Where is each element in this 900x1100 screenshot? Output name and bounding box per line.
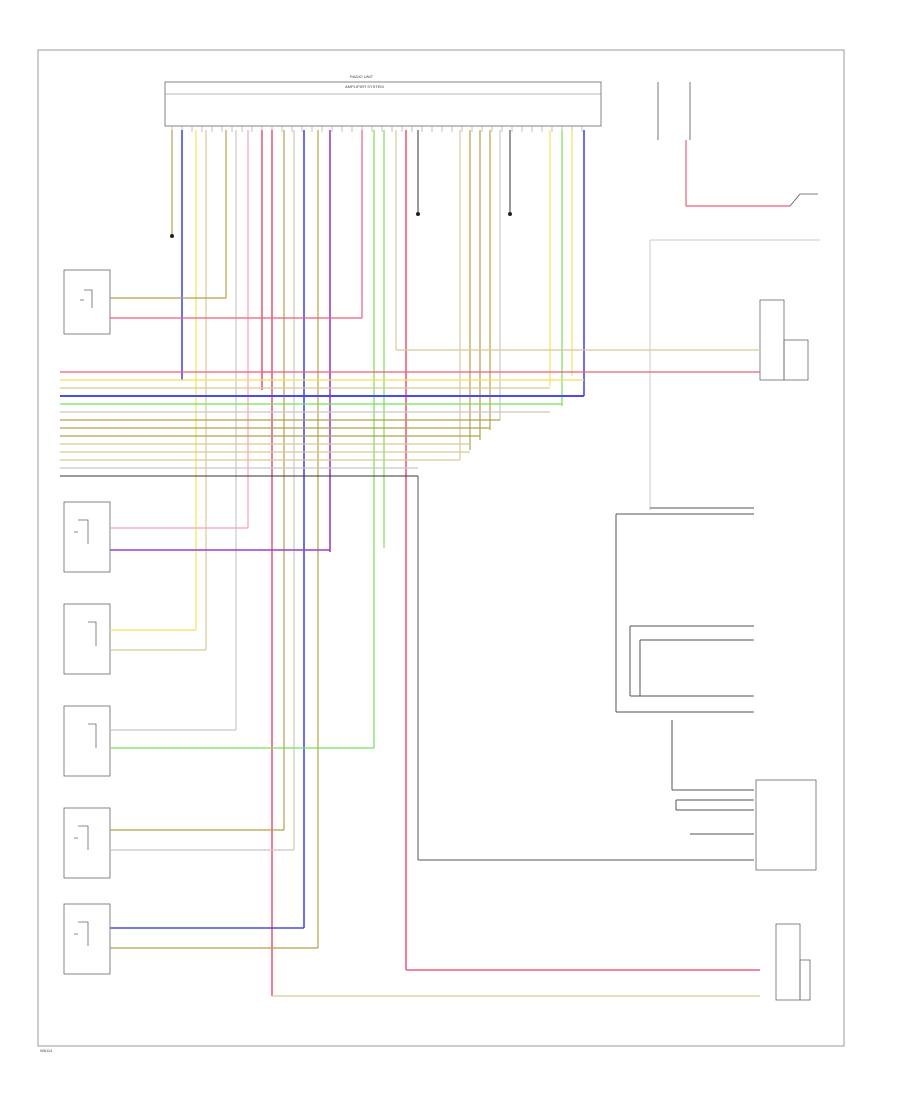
- radio-unit: RADIO UNIT AMPLIFIER SYSTEM: [164, 74, 602, 127]
- diagram-frame: [37, 49, 845, 1047]
- right-components: [262, 82, 820, 1001]
- left-speakers: [63, 269, 374, 975]
- svg-text:RADIO UNIT: RADIO UNIT: [350, 74, 374, 79]
- radio-pins: [171, 126, 583, 132]
- radio-wire-drops: [170, 130, 585, 996]
- bus-lines: [60, 371, 584, 477]
- svg-text:AMPLIFIER SYSTEM: AMPLIFIER SYSTEM: [345, 84, 384, 89]
- footer-code: W6114: [40, 1048, 53, 1053]
